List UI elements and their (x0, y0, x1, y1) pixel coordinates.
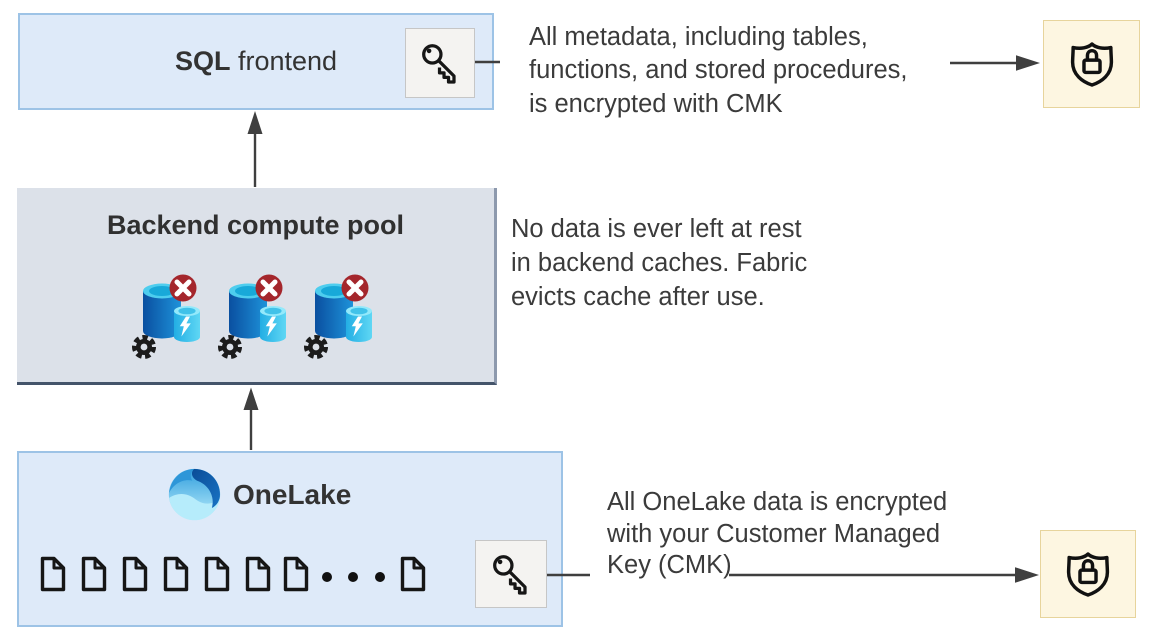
annotation-line: All OneLake data is encrypted (607, 488, 948, 516)
cache-eviction-annotation: No data is ever left at rest in backend … (511, 213, 807, 314)
cmk-shield-box-bottom (1040, 530, 1136, 618)
document-icon (400, 556, 426, 592)
backend-pool-title: Backend compute pool (106, 210, 405, 240)
cache-database-no-rest-icon (303, 274, 372, 359)
sql-frontend-title: SQL frontend (175, 46, 337, 77)
cmk-shield-box-top (1043, 20, 1140, 108)
annotation-line: in backend caches. Fabric (511, 248, 808, 277)
cache-database-no-rest-icon (217, 274, 286, 359)
shield-lock-icon (1066, 552, 1110, 597)
document-icon (40, 556, 66, 592)
document-icon (163, 556, 189, 592)
onelake-encryption-annotation: All OneLake data is encrypted with your … (607, 487, 947, 582)
cache-icons-row (17, 273, 494, 365)
metadata-encryption-annotation: All metadata, including tables, function… (529, 21, 907, 121)
sql-frontend-title-rest: frontend (230, 46, 338, 76)
key-icon (422, 44, 456, 84)
lightning-bolt-icon (351, 316, 363, 337)
annotation-line: No data is ever left at rest (511, 215, 802, 243)
cmk-key-button-sql (405, 28, 475, 98)
annotation-line: All metadata, including tables, (529, 23, 868, 51)
arrow-pool-to-sql (247, 111, 263, 187)
document-icon (204, 556, 230, 592)
lightning-bolt-icon (179, 316, 191, 337)
document-icon (81, 556, 107, 592)
sql-frontend-box: SQL frontend (18, 13, 494, 110)
ellipsis-dot (348, 572, 358, 582)
ellipsis-dot (322, 572, 332, 582)
annotation-line: is encrypted with CMK (529, 89, 783, 118)
cache-database-no-rest-icon (131, 274, 200, 359)
onelake-logo (168, 468, 221, 521)
shield-lock-icon (1070, 42, 1113, 87)
sql-frontend-title-bold: SQL (174, 46, 231, 76)
arrow-onelake-to-pool (243, 387, 259, 450)
onelake-logo-row: OneLake (166, 465, 351, 524)
document-icon (245, 556, 271, 592)
annotation-line: evicts cache after use. (511, 282, 765, 311)
gear-icon (131, 335, 156, 359)
backend-compute-pool-box: Backend compute pool (17, 188, 497, 385)
annotation-line: functions, and stored procedures, (529, 56, 908, 85)
gear-icon (217, 335, 242, 359)
gear-icon (303, 335, 328, 359)
arrow-metadata-to-shield (950, 55, 1040, 71)
onelake-box: OneLake (17, 451, 563, 627)
onelake-title: OneLake (233, 478, 352, 510)
cmk-key-button-onelake (475, 540, 547, 608)
lightning-bolt-icon (265, 316, 277, 337)
ellipsis-dot (375, 572, 385, 582)
document-icon (283, 556, 309, 592)
document-icon (122, 556, 148, 592)
key-icon (493, 555, 527, 595)
annotation-line: Key (CMK) (607, 551, 732, 580)
annotation-line: with your Customer Managed (607, 519, 941, 548)
